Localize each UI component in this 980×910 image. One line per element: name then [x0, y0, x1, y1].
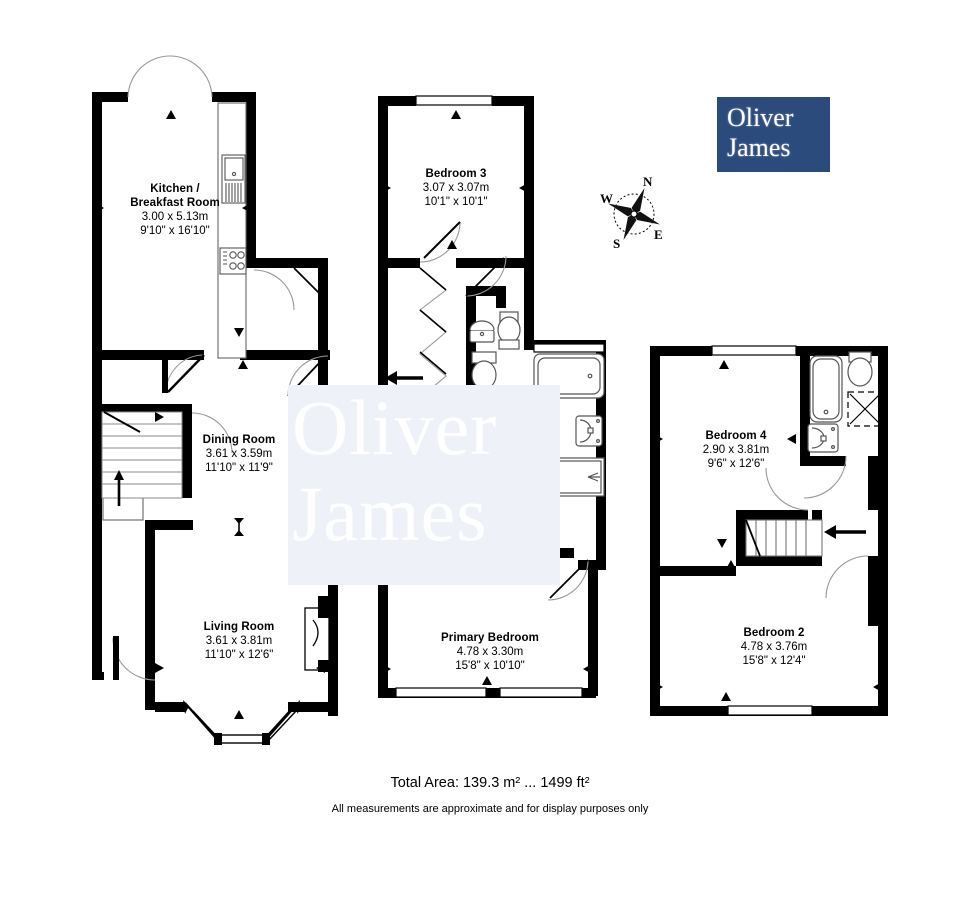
room-dims-imperial: 9'10" x 16'10" [140, 225, 210, 238]
watermark-line-2: James [292, 470, 488, 557]
total-area-text: Total Area: 139.3 m² ... 1499 ft² [390, 775, 590, 791]
room-dims-metric: 3.07 x 3.07m [422, 182, 490, 195]
room-dims-imperial: 15'8" x 10'10" [455, 660, 525, 673]
compass-north-label: N [643, 174, 653, 189]
room-name: Bedroom 2 [743, 627, 805, 639]
room-name: Bedroom 4 [705, 430, 767, 442]
room-name: Living Room [203, 621, 275, 633]
room-name: Dining Room [202, 434, 276, 446]
room-label-bedroom-4: Bedroom 4 2.90 x 3.81m 9'6" x 12'6" [676, 429, 796, 471]
room-label-bedroom-3: Bedroom 3 3.07 x 3.07m 10'1" x 10'1" [396, 167, 516, 209]
room-dims-metric: 4.78 x 3.76m [740, 641, 808, 654]
room-label-kitchen-breakfast-room: Kitchen / Breakfast Room 3.00 x 5.13m 9'… [112, 182, 238, 238]
compass-east-label: E [654, 227, 663, 242]
room-label-living-room: Living Room 3.61 x 3.81m 11'10" x 12'6" [178, 620, 300, 662]
logo-line-2: James [727, 133, 791, 162]
room-dims-metric: 2.90 x 3.81m [702, 444, 770, 457]
second-floor-plan [650, 345, 888, 716]
room-dims-imperial: 15'8" x 12'4" [742, 655, 806, 668]
logo-line-1: Oliver [727, 103, 794, 132]
room-label-bedroom-2: Bedroom 2 4.78 x 3.76m 15'8" x 12'4" [712, 626, 836, 668]
room-dims-metric: 4.78 x 3.30m [456, 646, 524, 659]
compass-south-label: S [613, 236, 621, 251]
room-dims-imperial: 11'10" x 11'9" [205, 462, 273, 475]
room-name: Bedroom 3 [425, 168, 487, 180]
room-label-primary-bedroom: Primary Bedroom 4.78 x 3.30m 15'8" x 10'… [424, 631, 556, 673]
room-dims-metric: 3.00 x 5.13m [141, 211, 209, 224]
compass-west-label: W [600, 191, 613, 206]
compass-graphic [608, 188, 660, 240]
compass-rose: N E S W [596, 174, 672, 251]
room-name-line2: Breakfast Room [130, 197, 220, 210]
room-name: Primary Bedroom [440, 632, 539, 644]
watermark-line-1: Oliver [292, 385, 498, 471]
room-label-dining-room: Dining Room 3.61 x 3.59m 11'10" x 11'9" [178, 433, 300, 475]
room-dims-metric: 3.61 x 3.81m [205, 635, 273, 648]
room-name-line1: Kitchen / [150, 183, 200, 195]
ground-floor-plan [92, 55, 338, 745]
disclaimer-text: All measurements are approximate and for… [331, 803, 649, 815]
room-dims-imperial: 9'6" x 12'6" [707, 458, 765, 471]
room-dims-metric: 3.61 x 3.59m [205, 448, 273, 461]
room-dims-imperial: 11'10" x 12'6" [204, 649, 274, 662]
room-dims-imperial: 10'1" x 10'1" [424, 196, 488, 209]
watermark: Oliver James [288, 385, 560, 585]
oliver-james-logo: Oliver James [717, 97, 830, 172]
